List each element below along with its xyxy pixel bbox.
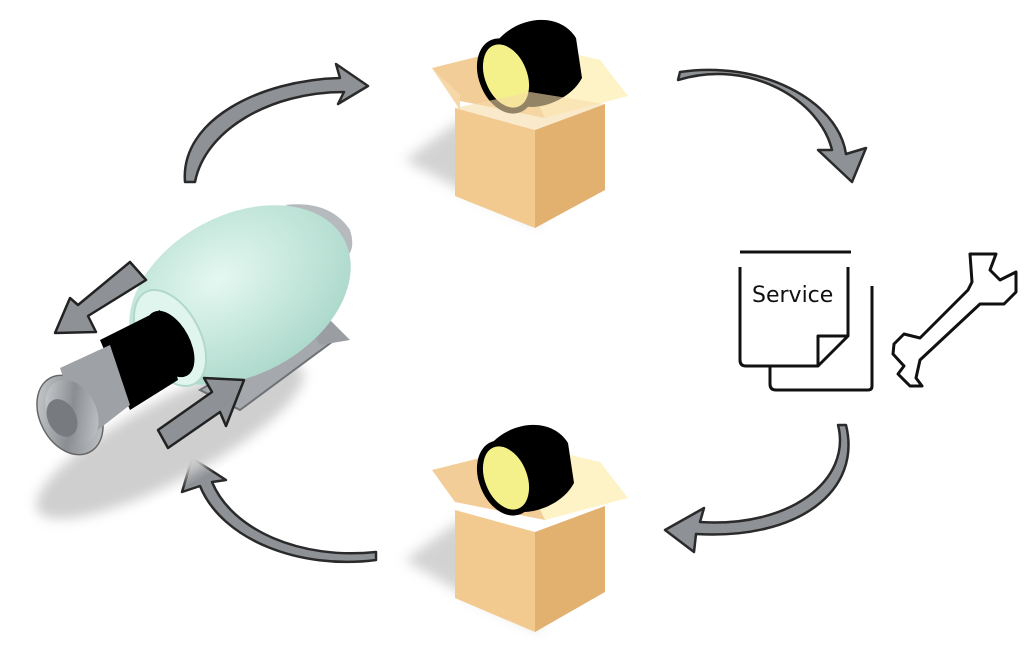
curved-arrow-bottom-right [663,423,850,554]
service-label: Service [752,283,833,308]
curved-arrow-top-right [676,68,868,184]
filter-cartridge [476,424,574,516]
filter-box-top [405,19,628,228]
air-purifier-device [36,204,353,519]
wrench-icon [891,252,1018,388]
insert-filter-arrow [156,376,246,450]
curved-arrow-top-left [183,62,370,184]
filter-box-bottom [405,424,628,632]
document-icon [738,250,874,392]
remove-filter-arrow [53,260,148,335]
curved-arrow-bottom-left [180,456,378,564]
